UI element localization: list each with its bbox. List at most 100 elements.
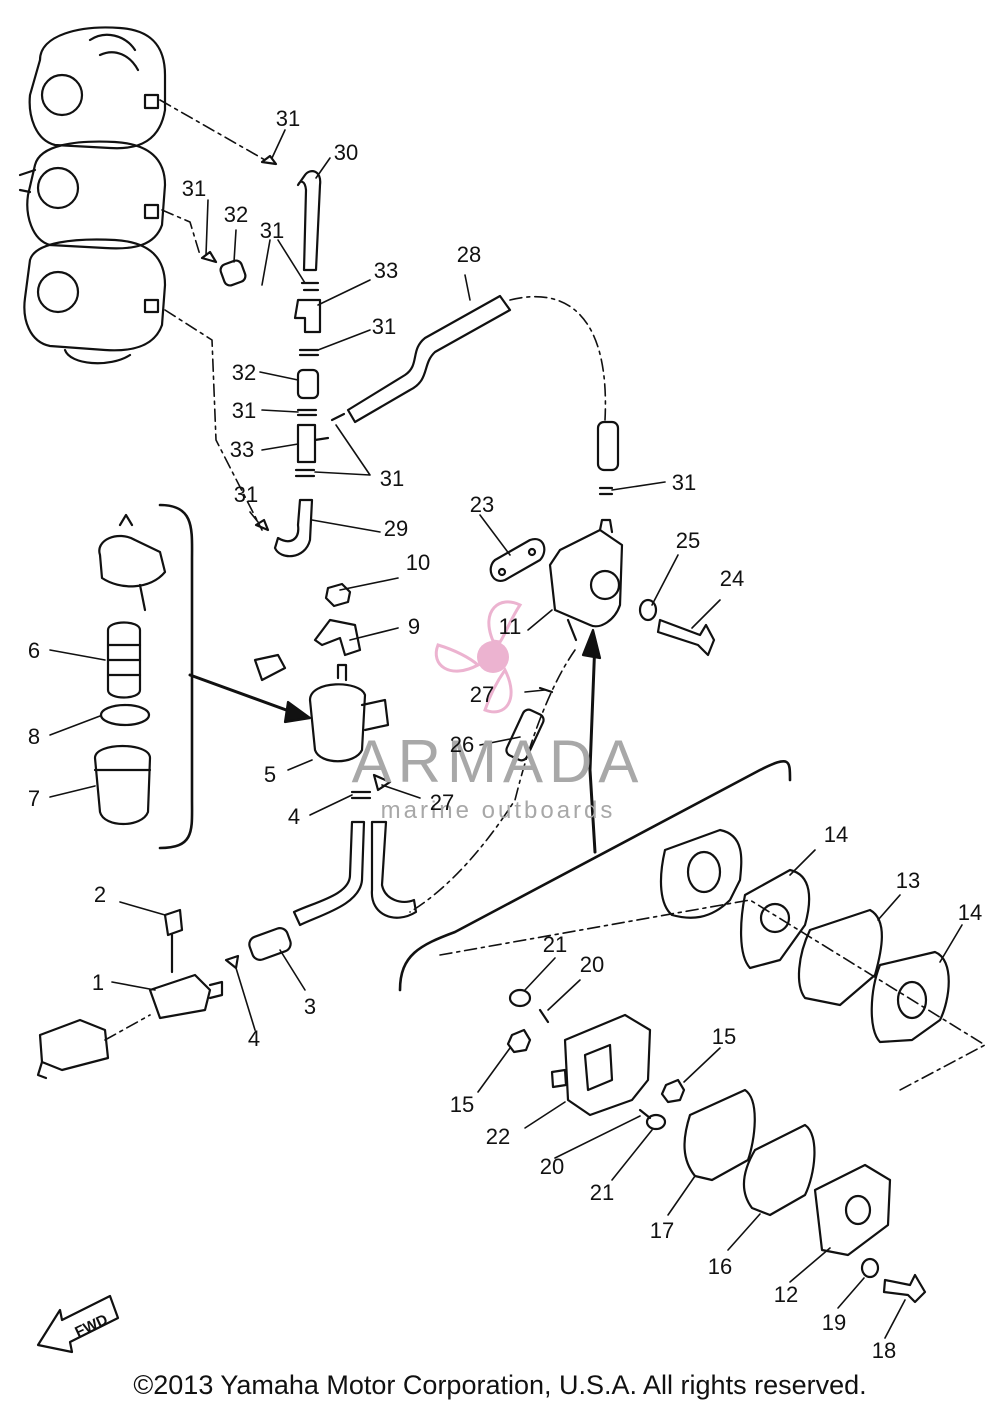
label-32: 32 (224, 202, 248, 227)
bracket-9 (313, 618, 362, 657)
watermark-subtitle: marine outboards (381, 797, 616, 824)
label-19: 19 (822, 1310, 846, 1335)
carburetor-middle (18, 140, 167, 250)
pump-plate (659, 828, 743, 919)
label-31: 31 (234, 482, 258, 507)
label-27: 27 (430, 790, 454, 815)
label-6: 6 (28, 638, 40, 663)
arrow-head-pump (581, 628, 602, 660)
label-28: 28 (457, 242, 481, 267)
washer-19 (860, 1257, 880, 1279)
label-16: 16 (708, 1254, 732, 1279)
hose-3 (248, 927, 292, 961)
label-21: 21 (543, 932, 567, 957)
hose-29 (273, 498, 314, 558)
part-labels: 31 30 31 32 31 33 28 31 32 31 33 31 31 2… (28, 106, 982, 1363)
label-5: 5 (264, 762, 276, 787)
fwd-arrow (36, 1294, 120, 1354)
screw-18 (882, 1273, 927, 1304)
label-25: 25 (676, 528, 700, 553)
bracket-right (398, 760, 792, 992)
filter-cover-top (98, 513, 167, 612)
check-valve-21 (508, 988, 667, 1131)
label-9: 9 (408, 614, 420, 639)
label-31: 31 (232, 398, 256, 423)
label-21: 21 (590, 1180, 614, 1205)
arrow-filter (188, 673, 302, 717)
arrow-head-filter (283, 700, 312, 724)
fuel-connector (36, 1018, 110, 1080)
label-10: 10 (406, 550, 430, 575)
label-18: 18 (872, 1338, 896, 1363)
label-4: 4 (288, 804, 300, 829)
filter-cup-7 (93, 744, 152, 825)
joint-33-lower (296, 423, 330, 464)
fuel-joint-1 (148, 908, 224, 1020)
pump-cover-12 (813, 1163, 892, 1257)
gasket-14-upper (739, 868, 811, 970)
carburetor-bottom (23, 238, 167, 365)
label-22: 22 (486, 1124, 510, 1149)
pump-leader (409, 649, 576, 913)
label-2: 2 (94, 882, 106, 907)
label-33: 33 (230, 437, 254, 462)
clip-4 (224, 790, 372, 970)
diaphragm-13 (797, 908, 883, 1007)
detail-leader-box (439, 899, 986, 1091)
watermark-propeller-icon (434, 600, 523, 714)
label-31: 31 (276, 106, 300, 131)
bolt-24 (656, 618, 716, 657)
label-11: 11 (499, 614, 522, 639)
hose-28-leader (509, 295, 607, 421)
label-29: 29 (384, 516, 408, 541)
label-7: 7 (28, 786, 40, 811)
screw-20 (538, 1008, 652, 1120)
label-31: 31 (372, 314, 396, 339)
label-31: 31 (380, 466, 404, 491)
nut-10 (324, 582, 352, 608)
hose-segment-upper-right (596, 420, 620, 472)
label-15: 15 (712, 1024, 736, 1049)
label-4: 4 (248, 1026, 260, 1051)
label-27: 27 (470, 682, 494, 707)
washer-25 (638, 598, 658, 622)
arrow-detail-pump (588, 638, 597, 854)
label-24: 24 (720, 566, 744, 591)
label-20: 20 (580, 952, 604, 977)
joint-33-upper (293, 298, 322, 334)
label-31: 31 (672, 470, 696, 495)
label-13: 13 (896, 868, 920, 893)
label-20: 20 (540, 1154, 564, 1179)
plug-bolt (253, 653, 287, 682)
copyright-notice: ©2013 Yamaha Motor Corporation, U.S.A. A… (133, 1370, 867, 1400)
filter-element-6 (106, 621, 142, 699)
gasket-23 (489, 538, 546, 582)
watermark-title: ARMADA (352, 728, 645, 795)
pump-body-22 (550, 1013, 652, 1117)
bracket-left (158, 503, 194, 850)
hose-28 (346, 294, 512, 424)
nut-15 (506, 1028, 686, 1104)
label-1: 1 (92, 970, 104, 995)
label-3: 3 (304, 994, 316, 1019)
label-14: 14 (824, 822, 848, 847)
label-17: 17 (650, 1218, 674, 1243)
gasket-17 (683, 1088, 756, 1182)
label-14: 14 (958, 900, 982, 925)
label-26: 26 (450, 732, 474, 757)
hose-lower-left (292, 820, 418, 927)
diaphragm-16 (742, 1123, 816, 1217)
label-32: 32 (232, 360, 256, 385)
label-leaders (49, 129, 963, 1339)
label-31: 31 (260, 218, 284, 243)
label-33: 33 (374, 258, 398, 283)
label-8: 8 (28, 724, 40, 749)
carb-leader-lines (159, 99, 266, 531)
fuel-filter-5 (308, 663, 390, 763)
label-12: 12 (774, 1282, 798, 1307)
hose-26 (505, 708, 545, 762)
o-ring-8 (99, 703, 151, 727)
gasket-14-lower (870, 950, 950, 1044)
carburetor-top (28, 26, 167, 150)
